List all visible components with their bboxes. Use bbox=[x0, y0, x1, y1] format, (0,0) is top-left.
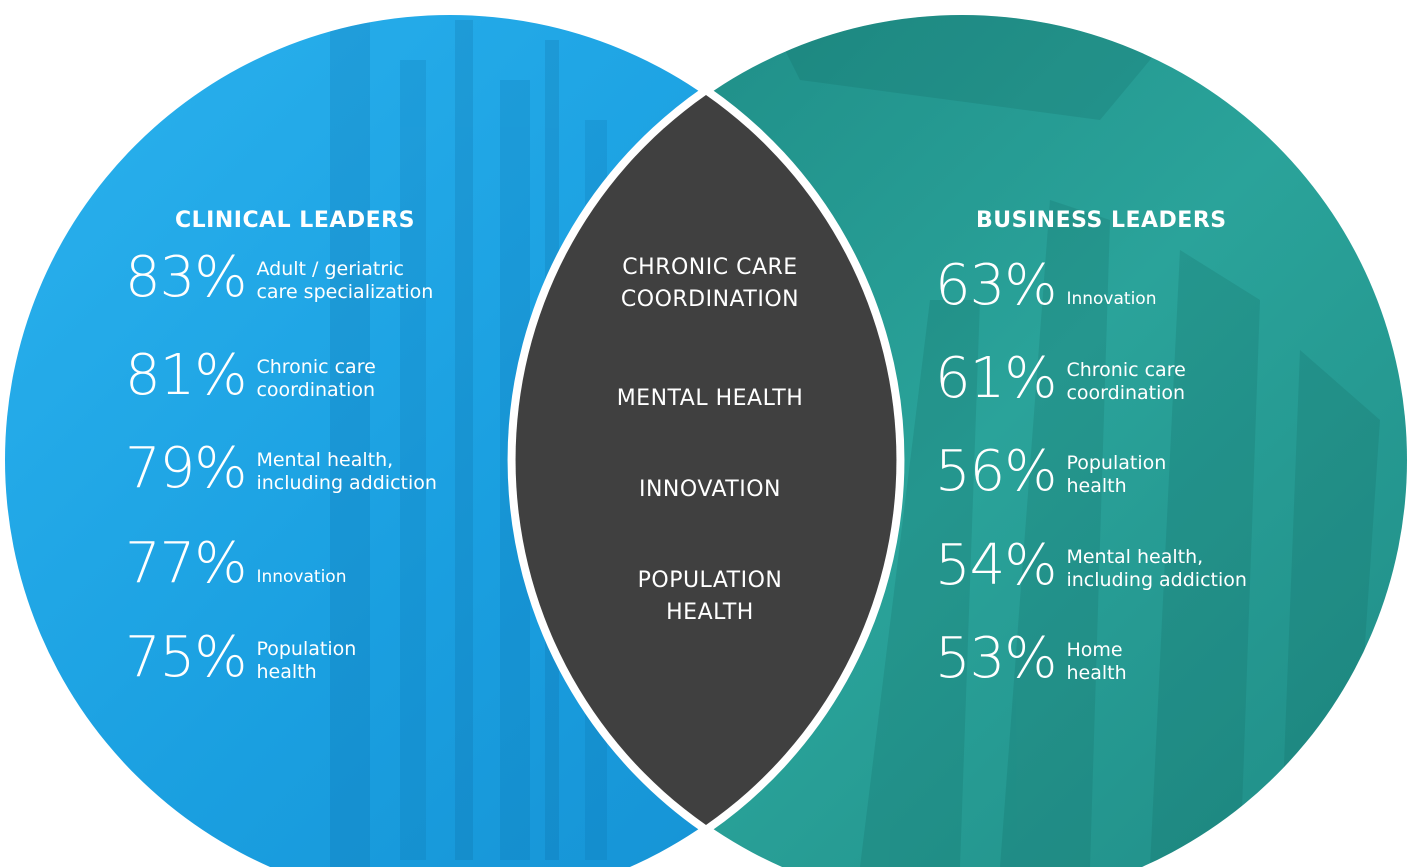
clinical-stat-label: Chronic care coordination bbox=[256, 356, 376, 401]
clinical-stat-row: 83% Adult / geriatric care specializatio… bbox=[125, 245, 434, 310]
clinical-leaders-title: CLINICAL LEADERS bbox=[175, 208, 415, 233]
clinical-stat-row: 79% Mental health, including addiction bbox=[125, 436, 437, 501]
overlap-item-innovation: INNOVATION bbox=[638, 477, 782, 502]
overlap-item-population-health: POPULATION HEALTH bbox=[637, 568, 783, 625]
overlap-lens bbox=[515, 95, 897, 825]
clinical-stat-row: 81% Chronic care coordination bbox=[125, 343, 376, 408]
clinical-stat-row: 75% Population health bbox=[125, 625, 357, 690]
business-stat-percent: 61% bbox=[935, 346, 1057, 411]
clinical-stat-label: Mental health, including addiction bbox=[256, 449, 437, 494]
business-stat-label: Home health bbox=[1066, 639, 1127, 684]
business-stat-percent: 54% bbox=[935, 533, 1057, 598]
clinical-stat-percent: 81% bbox=[125, 343, 247, 408]
overlap-item-mental-health: MENTAL HEALTH bbox=[616, 386, 804, 411]
business-stat-label: Innovation bbox=[1066, 289, 1157, 309]
clinical-stat-percent: 83% bbox=[125, 245, 247, 310]
business-stat-percent: 63% bbox=[935, 253, 1057, 318]
business-stat-percent: 56% bbox=[935, 439, 1057, 504]
business-stat-row: 63% Innovation bbox=[935, 253, 1157, 318]
business-leaders-title: BUSINESS LEADERS bbox=[976, 208, 1227, 233]
clinical-stat-percent: 77% bbox=[125, 531, 247, 596]
business-stat-percent: 53% bbox=[935, 626, 1057, 691]
business-stat-row: 54% Mental health, including addiction bbox=[935, 533, 1247, 598]
clinical-stat-label: Adult / geriatric care specialization bbox=[256, 258, 434, 303]
clinical-stat-percent: 75% bbox=[125, 625, 247, 690]
clinical-stat-label: Population health bbox=[256, 638, 357, 683]
business-stat-row: 53% Home health bbox=[935, 626, 1127, 691]
overlap-item-chronic-care: CHRONIC CARE COORDINATION bbox=[620, 255, 800, 312]
business-stat-label: Mental health, including addiction bbox=[1066, 546, 1247, 591]
clinical-stat-label: Innovation bbox=[256, 567, 347, 587]
business-stat-label: Population health bbox=[1066, 452, 1167, 497]
clinical-stat-row: 77% Innovation bbox=[125, 531, 347, 596]
business-stat-row: 56% Population health bbox=[935, 439, 1167, 504]
business-stat-row: 61% Chronic care coordination bbox=[935, 346, 1186, 411]
clinical-stat-percent: 79% bbox=[125, 436, 247, 501]
business-stat-label: Chronic care coordination bbox=[1066, 359, 1186, 404]
